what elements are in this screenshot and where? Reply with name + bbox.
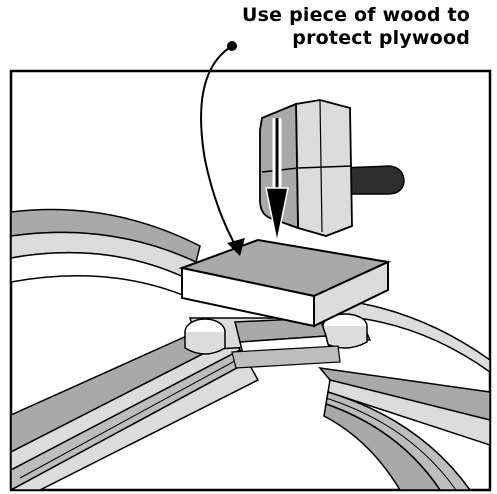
callout-leader (200, 41, 245, 256)
right-back-strip (339, 299, 490, 373)
wood-block-icon (178, 238, 392, 328)
lower-left-strip (11, 329, 260, 490)
callout-text: Use piece of wood to protect plywood (170, 4, 470, 50)
callout-line-1: Use piece of wood to (242, 4, 470, 26)
plywood-key-icon (184, 313, 372, 369)
strike-arrow-icon (265, 118, 289, 243)
lower-right-strip (318, 366, 490, 490)
callout-line-2: protect plywood (292, 27, 470, 49)
